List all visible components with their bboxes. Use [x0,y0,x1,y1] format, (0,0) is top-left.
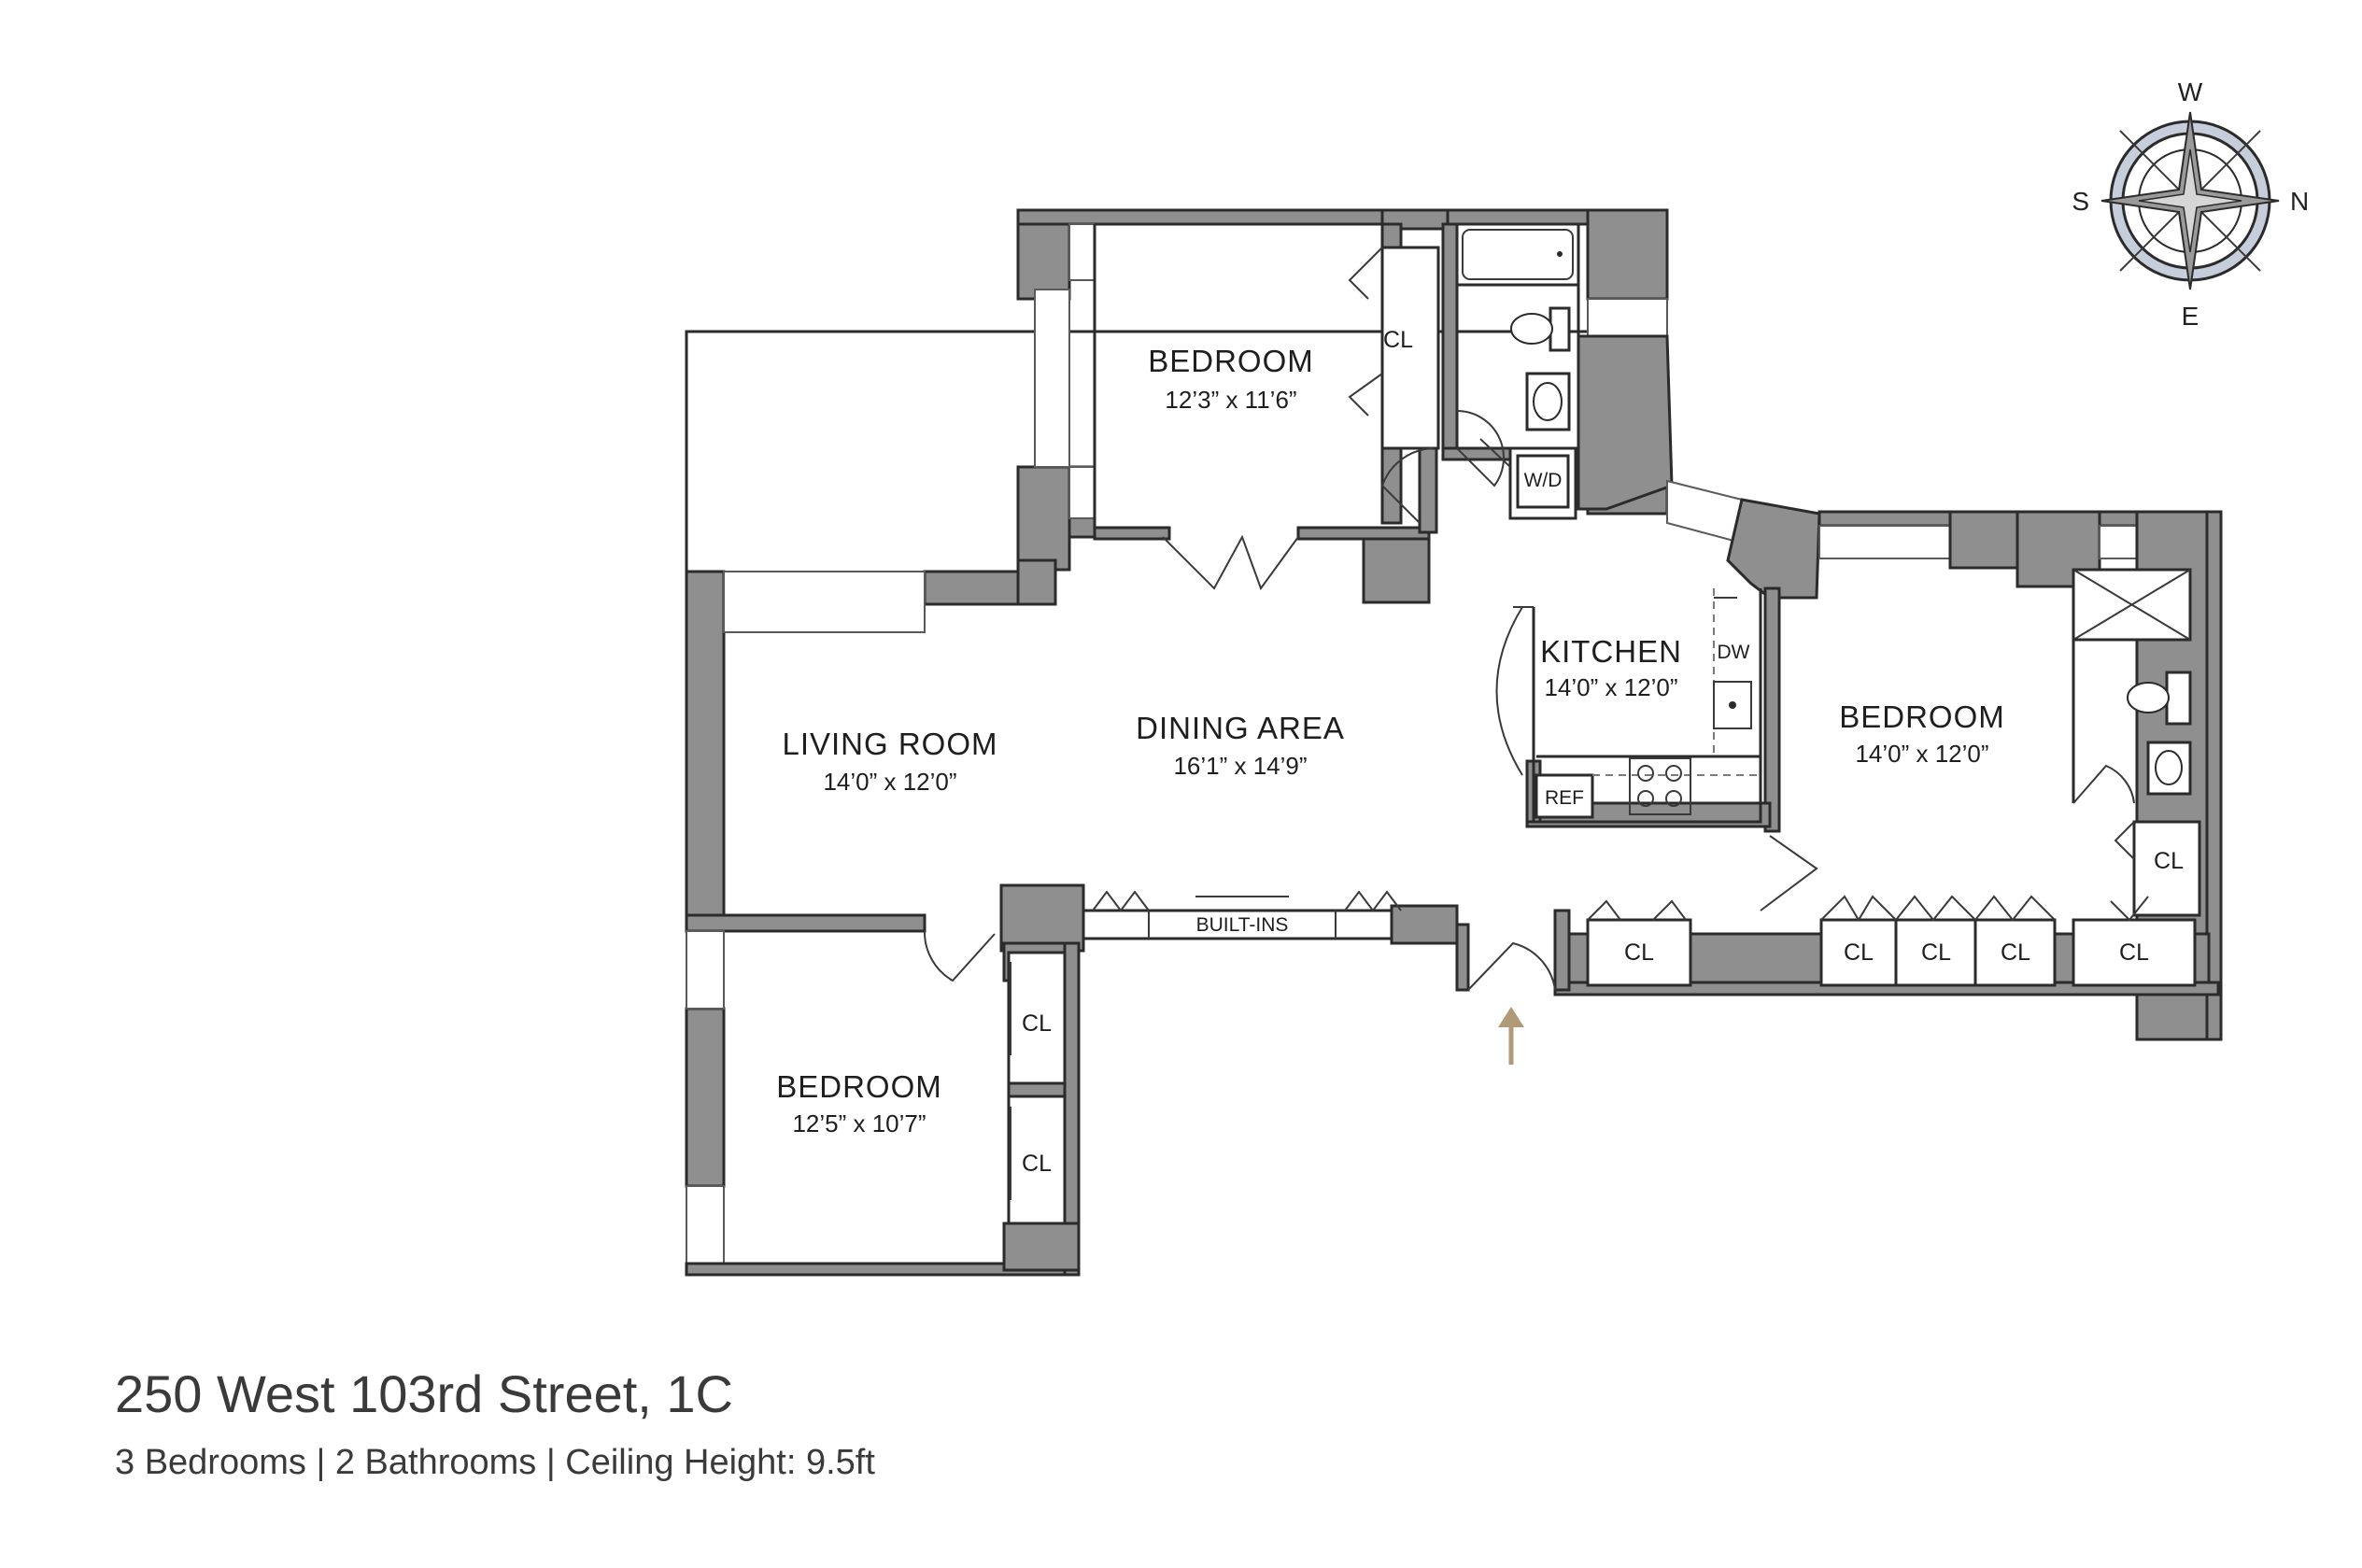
compass-rose-icon: W N S E [2072,78,2309,331]
room-size-bedroom-bottom: 12’5” x 10’7” [792,1109,926,1137]
room-name-dining-area: DINING AREA [1136,711,1345,745]
closet-label: CL [1844,939,1874,966]
room-size-dining-area: 16’1” x 14’9” [1173,752,1307,780]
dishwasher-label: DW [1718,642,1750,663]
room-size-kitchen: 14’0” x 12’0” [1544,673,1677,701]
compass-north-label: N [2290,187,2309,216]
closet-label: CL [1921,939,1951,966]
room-name-living-room: LIVING ROOM [782,727,997,761]
property-address: 250 West 103rd Street, 1C [115,1364,733,1423]
entry-arrow-icon [1498,1007,1524,1065]
closet-label: CL [1022,1010,1052,1037]
built-ins-label: BUILT-INS [1196,914,1289,936]
washer-dryer-label: W/D [1524,470,1563,491]
closet-label: CL [1383,327,1413,353]
room-labels: BEDROOM 12’3” x 11’6” LIVING ROOM 14’0” … [776,344,2005,1137]
room-name-bedroom-right: BEDROOM [1839,699,2005,734]
room-name-bedroom-bottom: BEDROOM [776,1069,942,1104]
room-name-kitchen: KITCHEN [1540,634,1682,669]
property-summary: 3 Bedrooms | 2 Bathrooms | Ceiling Heigh… [115,1443,875,1482]
compass-west-label: W [2178,78,2203,106]
closet-label: CL [2154,848,2184,874]
closet-label: CL [1624,939,1654,966]
fixture-labels: CL W/D DW REF BUILT-INS CL CL CL CL CL C… [1022,327,2184,1177]
closet-label: CL [2119,939,2149,966]
compass-east-label: E [2182,302,2199,331]
compass-south-label: S [2072,187,2089,216]
room-size-living-room: 14’0” x 12’0” [823,768,956,796]
closet-label: CL [1022,1151,1052,1177]
refrigerator-label: REF [1545,787,1584,809]
room-size-bedroom-top: 12’3” x 11’6” [1165,386,1296,414]
closet-label: CL [2001,939,2030,966]
room-size-bedroom-right: 14’0” x 12’0” [1855,740,1988,768]
room-name-bedroom-top: BEDROOM [1148,344,1314,378]
interior-lines [923,222,2201,1225]
